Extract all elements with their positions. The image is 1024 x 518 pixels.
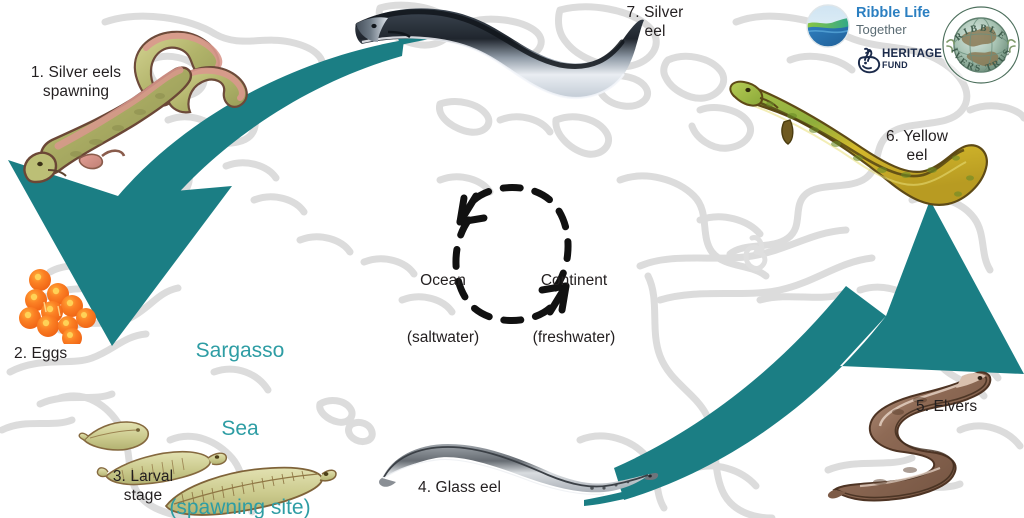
ocean-line-1: Ocean [420,271,466,289]
ribble-life-sub: Together [856,22,907,37]
spawning-silver-eels-illustration [23,30,248,184]
lottery-fingers-icon [857,47,881,74]
label-ocean-saltwater: Ocean (saltwater) [384,234,502,385]
sargasso-sea-label: Sargasso Sea (spawning site) [140,285,340,518]
continent-migration-arrow [614,200,1024,500]
ocean-line-2: (saltwater) [406,328,480,346]
continent-line-1: Continent [540,271,608,289]
ocean-continent-cycle-icon [452,184,572,324]
logo-group: Ribble Life Together HERITAGE FUND [806,2,1022,88]
yellow-eel-illustration [729,80,988,206]
ribble-life-circle-logo [806,4,850,48]
ocean-migration-arrow [8,40,404,346]
eggs-illustration [19,269,96,344]
globe-seal-logo: RIBBLE RIVERS TRUST [938,2,1021,85]
ribble-life-name: Ribble Life [856,5,931,21]
silver-eel-illustration [355,8,644,100]
continent-line-2: (freshwater) [532,328,616,346]
label-continent-freshwater: Continent (freshwater) [510,234,638,385]
heritage-fund-line-1: HERITAGE [882,48,943,60]
label-glass-eel: 4. Glass eel [418,479,502,496]
glass-eel-illustration [379,444,659,495]
larval-stage-illustration [78,421,337,516]
heritage-fund-name: HERITAGE FUND [882,48,943,70]
sargasso-line-2: Sea [221,417,259,441]
sargasso-line-1: Sargasso [195,338,285,362]
heritage-fund-line-2: FUND [882,59,908,70]
label-eggs: 2. Eggs [14,345,68,362]
elvers-illustration [827,371,992,502]
sargasso-line-3: (spawning site) [169,496,311,518]
label-elvers: 5. Elvers [916,398,978,415]
